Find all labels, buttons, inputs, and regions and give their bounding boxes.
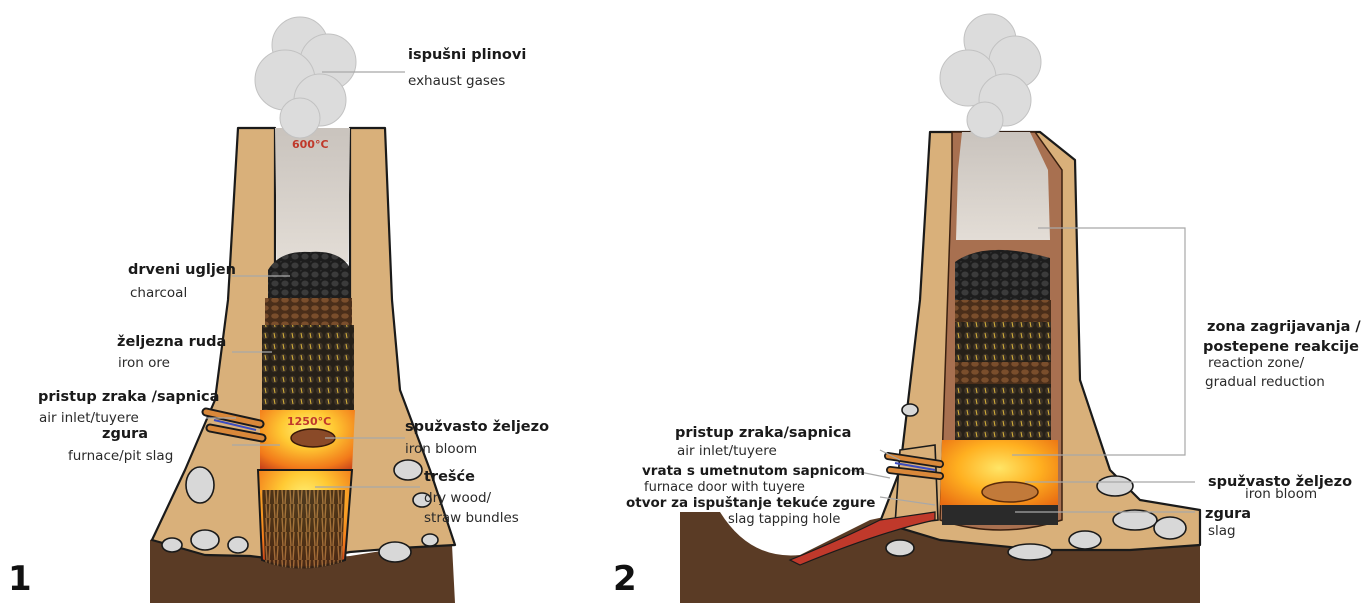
label-exhaust-en: exhaust gases	[408, 75, 505, 89]
label-slag-en: furnace/pit slag	[68, 450, 173, 464]
label2-zone-hr1: zona zagrijavanja /	[1207, 320, 1361, 335]
charcoal-layer-2	[955, 250, 1050, 300]
smoke-cloud-2	[940, 14, 1041, 138]
label2-zone-en2: gradual reduction	[1205, 376, 1325, 390]
brown-ore-layer-1	[265, 298, 352, 326]
label2-tap-en: slag tapping hole	[728, 513, 840, 526]
label-ore-hr: željezna ruda	[117, 335, 226, 350]
label2-slag-en: slag	[1208, 525, 1236, 539]
label2-door-hr: vrata s umetnutom sapnicom	[642, 465, 865, 479]
label2-door-en: furnace door with tuyere	[644, 481, 805, 494]
wood-bundles-1	[262, 490, 345, 569]
label2-air-hr: pristup zraka/sapnica	[675, 426, 851, 441]
label-slag-hr: zgura	[102, 427, 148, 442]
label2-air-en: air inlet/tuyere	[677, 445, 777, 459]
shaft-gas-2	[956, 132, 1050, 240]
label2-bloom-en: iron bloom	[1245, 488, 1317, 502]
label-bloom-en: iron bloom	[405, 443, 477, 457]
brown-ore-layer-2	[955, 300, 1051, 322]
slag-bed-2	[942, 505, 1058, 525]
ore-layer-2b	[955, 384, 1051, 444]
label-wood-hr: trešće	[424, 470, 475, 485]
label-charcoal-hr: drveni ugljen	[128, 263, 236, 278]
smoke-cloud-1	[255, 17, 356, 138]
label2-slag-hr: zgura	[1205, 507, 1251, 522]
label2-tap-hr: otvor za ispuštanje tekuće zgure	[626, 497, 875, 511]
label2-zone-hr2: postepene reakcije	[1203, 340, 1359, 355]
panel-number-2: 2	[613, 562, 637, 596]
label2-zone-en1: reaction zone/	[1208, 357, 1304, 371]
ore-layer-1	[262, 325, 354, 420]
panel-number-1: 1	[8, 562, 32, 596]
label-charcoal-en: charcoal	[130, 287, 187, 301]
temperature-hot-1: 1250°C	[287, 416, 331, 427]
iron-bloom-2	[982, 482, 1038, 502]
temperature-top-1: 600°C	[292, 139, 329, 150]
label-wood-en2: straw bundles	[424, 512, 519, 526]
tuyere-2	[888, 456, 940, 476]
label-air-hr: pristup zraka /sapnica	[38, 390, 219, 405]
label-ore-en: iron ore	[118, 357, 170, 371]
label-exhaust-hr: ispušni plinovi	[408, 48, 526, 63]
furnace-1	[150, 17, 455, 603]
ore-layer-2	[955, 322, 1051, 362]
label-wood-en1: dry wood/	[424, 492, 491, 506]
label-bloom-hr: spužvasto željezo	[405, 420, 549, 435]
label-air-en: air inlet/tuyere	[39, 412, 139, 426]
brown-ore-layer-2b	[955, 362, 1051, 384]
